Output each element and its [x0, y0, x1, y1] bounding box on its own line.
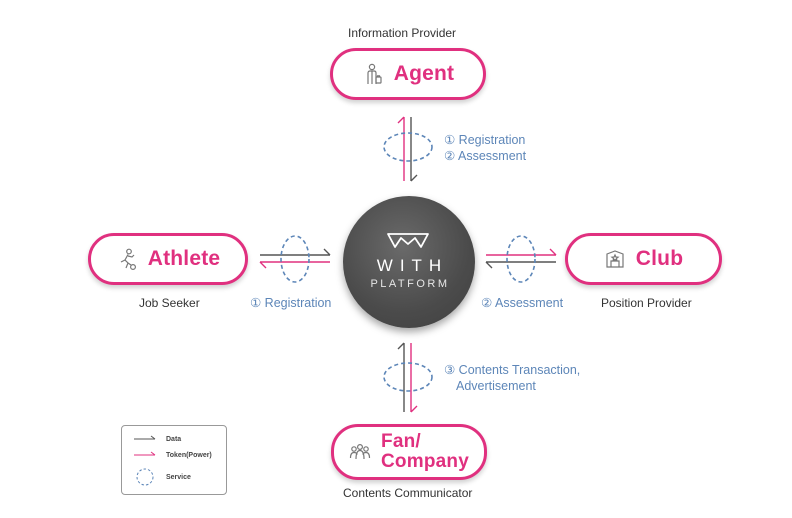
- data-line-icon: [134, 435, 156, 440]
- step-contents-transaction-text: ③ Contents Transaction,: [444, 363, 581, 377]
- athlete-node: Athlete: [88, 233, 248, 285]
- legend-data-label: Data: [166, 435, 182, 443]
- athlete-role-caption: Job Seeker: [139, 296, 200, 310]
- legend-item-data: Data: [134, 435, 181, 443]
- fan-label-line2: Company: [381, 451, 469, 472]
- fan-company-label: Fan/ Company: [381, 432, 469, 472]
- token-arrow-left: [259, 261, 330, 269]
- service-loop-icon: [136, 468, 154, 486]
- legend-box: Data Token(Power) Service: [121, 425, 227, 495]
- token-arrow-down: [410, 343, 418, 413]
- legend-item-service: Service: [134, 468, 191, 486]
- token-arrow-right: [486, 248, 557, 256]
- data-arrow-down: [410, 117, 418, 182]
- with-logo-icon: [387, 233, 429, 248]
- service-loop-top: [383, 132, 433, 162]
- fan-label-line1: Fan/: [381, 431, 421, 452]
- connector-platform-fan: [383, 342, 433, 413]
- club-role-caption: Position Provider: [601, 296, 692, 310]
- step-advertisement-text: Advertisement: [456, 379, 536, 393]
- platform-title: WITH: [376, 256, 449, 275]
- athlete-label: Athlete: [147, 247, 221, 270]
- club-label: Club: [635, 247, 684, 270]
- data-arrow-left: [485, 261, 556, 269]
- club-node: Club: [565, 233, 722, 285]
- step-label-agent: ① Registration ② Assessment: [444, 132, 526, 164]
- service-loop-left: [280, 235, 310, 283]
- agent-label: Agent: [393, 62, 455, 85]
- legend-item-token: Token(Power): [134, 451, 212, 459]
- token-arrow-up: [397, 116, 405, 181]
- fan-company-node: Fan/ Company: [331, 424, 487, 480]
- step-label-club: ② Assessment: [481, 296, 564, 310]
- agent-role-caption: Information Provider: [348, 26, 457, 40]
- service-loop-right: [506, 235, 536, 283]
- data-arrow-up: [397, 342, 405, 412]
- step-label-athlete: ① Registration: [250, 296, 332, 310]
- connector-platform-club: [485, 235, 557, 283]
- token-line-icon: [134, 451, 156, 456]
- data-arrow-right: [260, 248, 331, 256]
- step-label-fan: ③ Contents Transaction, Advertisement: [444, 362, 580, 394]
- connector-athlete-platform: [259, 235, 331, 283]
- service-loop-bottom: [383, 362, 433, 392]
- with-platform-circle: WITH PLATFORM: [343, 196, 475, 328]
- connector-agent-platform: [383, 116, 433, 182]
- platform-subtitle: PLATFORM: [370, 278, 450, 290]
- legend-token-label: Token(Power): [166, 451, 212, 459]
- legend-service-label: Service: [166, 473, 191, 481]
- fan-role-caption: Contents Communicator: [343, 486, 473, 500]
- step-assessment-text: ② Assessment: [444, 149, 527, 163]
- group-of-people-icon: [349, 441, 371, 463]
- agent-node: Agent: [330, 48, 486, 100]
- person-with-briefcase-icon: [362, 63, 384, 85]
- stadium-badge-icon: [604, 248, 626, 270]
- step-registration-text: ① Registration: [444, 133, 526, 147]
- soccer-player-icon: [116, 248, 138, 270]
